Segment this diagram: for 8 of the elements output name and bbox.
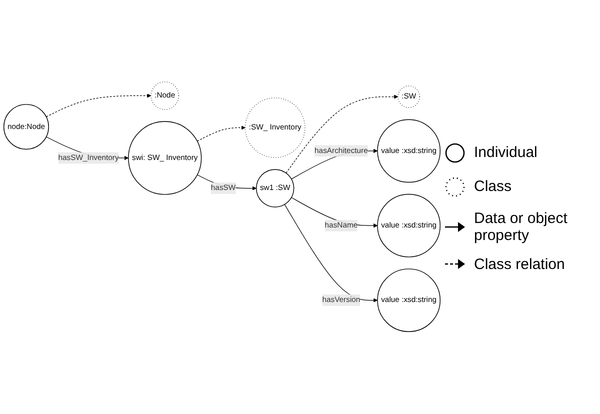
arrow	[196, 126, 246, 142]
legend-label: Class relation	[474, 256, 565, 272]
arrow	[284, 204, 378, 303]
legend-label: Data or object property	[474, 210, 568, 244]
legend-label: Class	[474, 178, 512, 195]
legend-label: Individual	[474, 144, 538, 161]
arrow	[46, 94, 152, 118]
arrow	[286, 94, 398, 174]
